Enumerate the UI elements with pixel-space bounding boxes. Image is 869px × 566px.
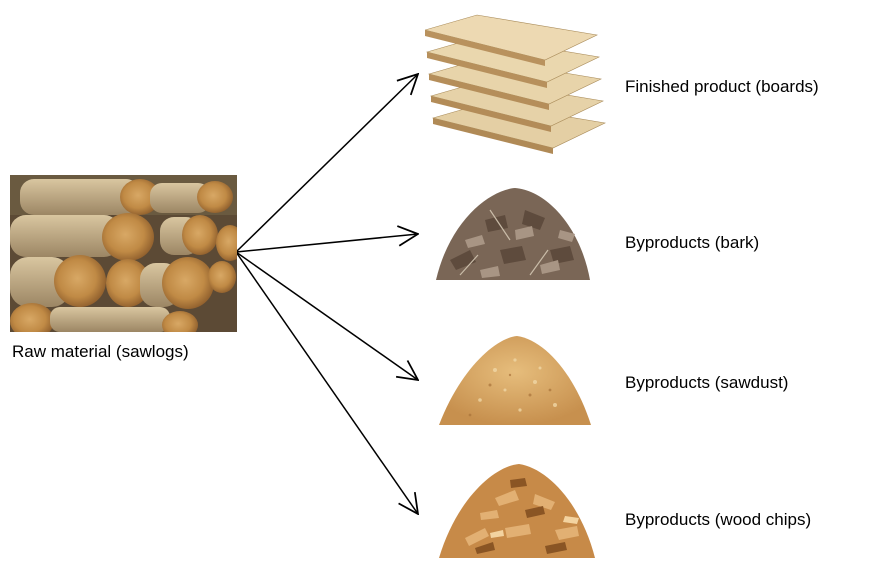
wood-chips-image bbox=[435, 458, 600, 566]
sawdust-image bbox=[435, 330, 595, 435]
sawdust-label: Byproducts (sawdust) bbox=[625, 373, 788, 393]
arrow-to-wood-chips bbox=[236, 252, 418, 514]
bark-image bbox=[430, 180, 595, 295]
bark-label: Byproducts (bark) bbox=[625, 233, 759, 253]
arrow-to-sawdust bbox=[236, 252, 418, 380]
boards-label: Finished product (boards) bbox=[625, 77, 819, 97]
wood-chips-label: Byproducts (wood chips) bbox=[625, 510, 811, 530]
boards-image bbox=[425, 8, 610, 158]
sawlogs-image bbox=[10, 175, 237, 332]
arrow-to-bark bbox=[236, 234, 418, 252]
arrow-to-boards bbox=[236, 74, 418, 252]
sawlogs-label: Raw material (sawlogs) bbox=[12, 342, 189, 362]
